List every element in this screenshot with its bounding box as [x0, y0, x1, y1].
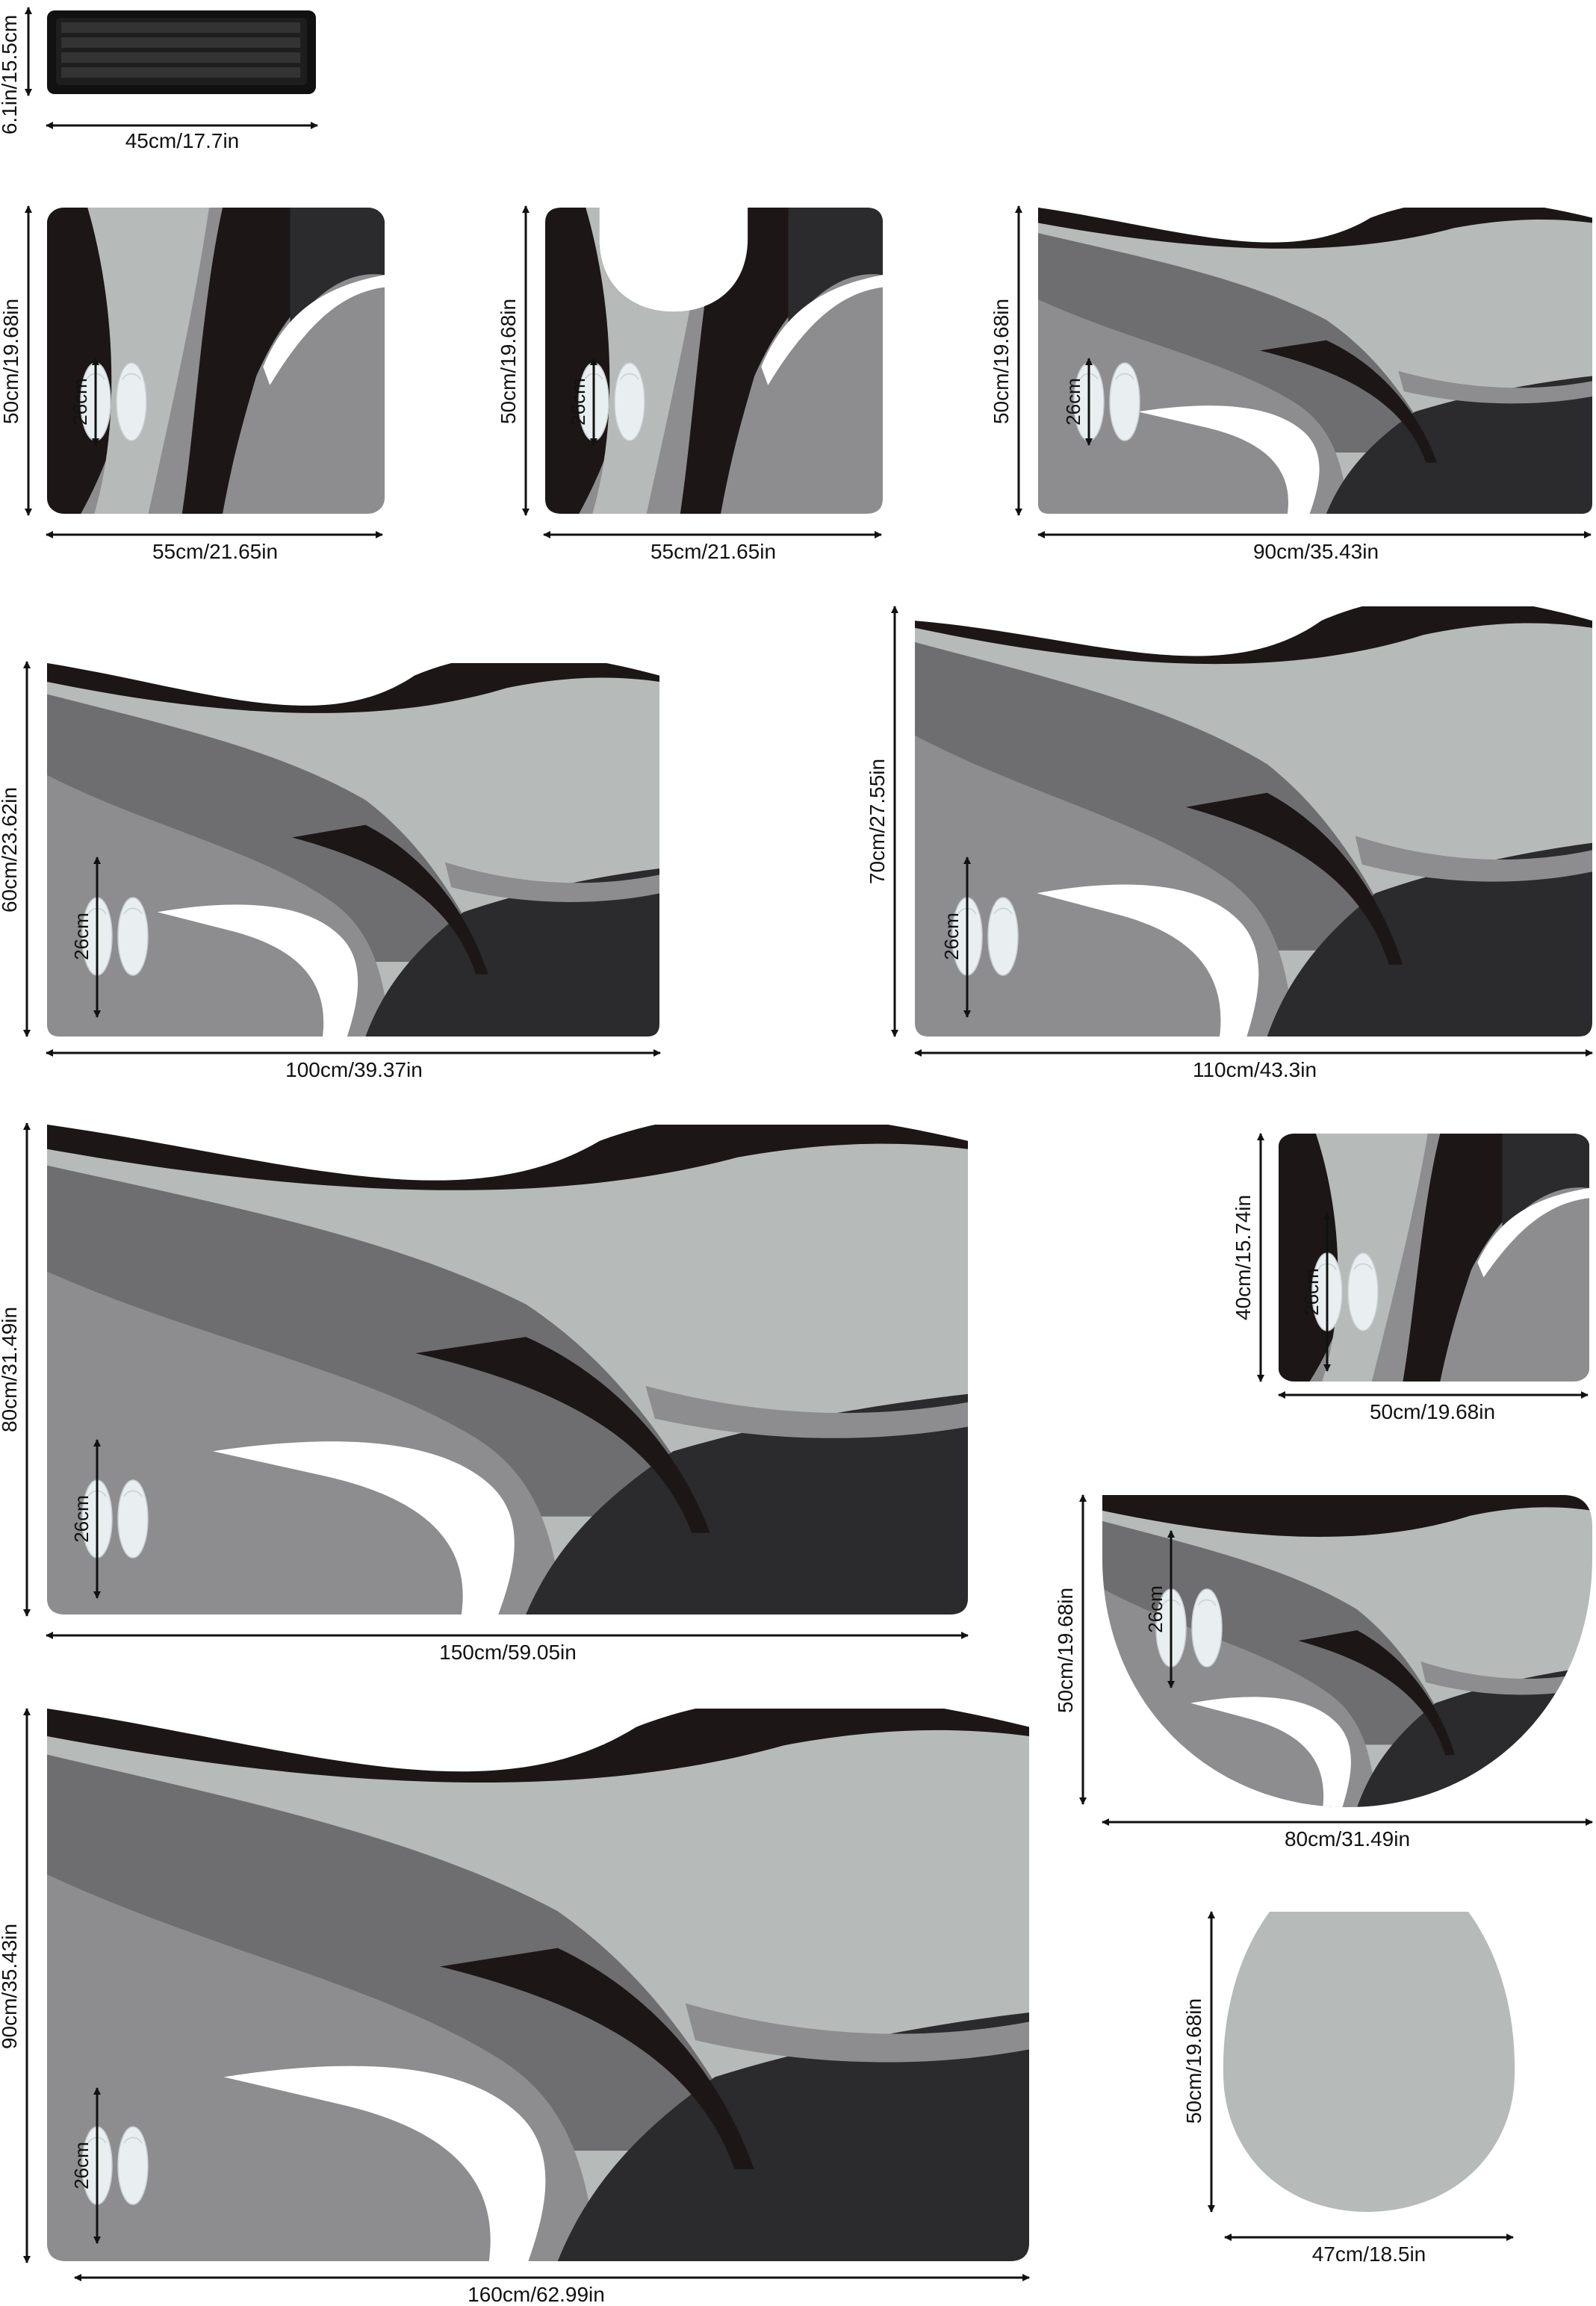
mat-55-a: 26cm 55cm/21.65in 50cm/19.68in [0, 205, 385, 563]
mat-width-label: 100cm/39.37in [285, 1058, 423, 1081]
lid-shape [1223, 1912, 1515, 2212]
mat-100: 26cm 100cm/39.37in 60cm/23.62in [0, 661, 661, 1081]
mat-width-label: 50cm/19.68in [1370, 1400, 1495, 1423]
mat-height-label: 50cm/19.68in [990, 299, 1013, 424]
mat-height-label: 50cm/19.68in [0, 299, 22, 424]
mat-width-label: 55cm/21.65in [152, 540, 278, 563]
mat-50: 26cm 50cm/19.68in 40cm/15.74in [1232, 1133, 1589, 1423]
mat-55-u: 26cm 55cm/21.65in 50cm/19.68in [497, 205, 883, 563]
keyboard-width-label: 45cm/17.7in [125, 129, 240, 152]
mat-150: 26cm 150cm/59.05in 80cm/31.49in [0, 1122, 969, 1664]
slipper-length-label: 26cm [70, 1495, 93, 1543]
slipper-length-label: 26cm [940, 913, 963, 960]
slipper-length-label: 26cm [70, 2142, 93, 2190]
mat-160: 26cm 160cm/62.99in 90cm/35.43in [0, 1708, 1030, 2306]
mat-height-label: 50cm/19.68in [1054, 1588, 1077, 1713]
slipper-length-label: 26cm [1062, 378, 1084, 426]
keyboard-item: 45cm/17.7in 6.1in/15.5cm [0, 6, 318, 152]
mat-width-label: 55cm/21.65in [650, 540, 776, 563]
mat-height-label: 80cm/31.49in [0, 1307, 21, 1432]
mat-90: 26cm 90cm/35.43in 50cm/19.68in [990, 205, 1592, 563]
slipper-length-label: 26cm [70, 913, 93, 960]
lid-cover: 47cm/18.5in 50cm/19.68in [1182, 1911, 1515, 2266]
mat-height-label: 70cm/27.55in [866, 759, 889, 884]
keyboard-height-label: 6.1in/15.5cm [0, 15, 21, 134]
slipper-length-label: 26cm [1300, 1268, 1323, 1316]
mat-width-label: 160cm/62.99in [468, 2283, 605, 2306]
slipper-length-label: 26cm [69, 378, 91, 426]
lid-height-label: 50cm/19.68in [1182, 1998, 1205, 2124]
mat-width-label: 90cm/35.43in [1253, 540, 1379, 563]
slipper-length-label: 26cm [567, 378, 589, 426]
mat-width-label: 110cm/43.3in [1193, 1058, 1317, 1081]
mat-width-label: 80cm/31.49in [1285, 1827, 1410, 1850]
mat-height-label: 60cm/23.62in [0, 787, 21, 913]
mat-height-label: 90cm/35.43in [0, 1924, 21, 2049]
mat-width-label: 150cm/59.05in [439, 1641, 577, 1664]
mat-110: 26cm 110cm/43.3in 70cm/27.55in [866, 606, 1593, 1081]
slipper-length-label: 26cm [1144, 1585, 1167, 1633]
mat-80-half: 26cm 80cm/31.49in 50cm/19.68in [1054, 1494, 1593, 1850]
lid-width-label: 47cm/18.5in [1312, 2243, 1426, 2266]
mat-height-label: 40cm/15.74in [1232, 1195, 1255, 1320]
mat-height-label: 50cm/19.68in [497, 299, 520, 424]
